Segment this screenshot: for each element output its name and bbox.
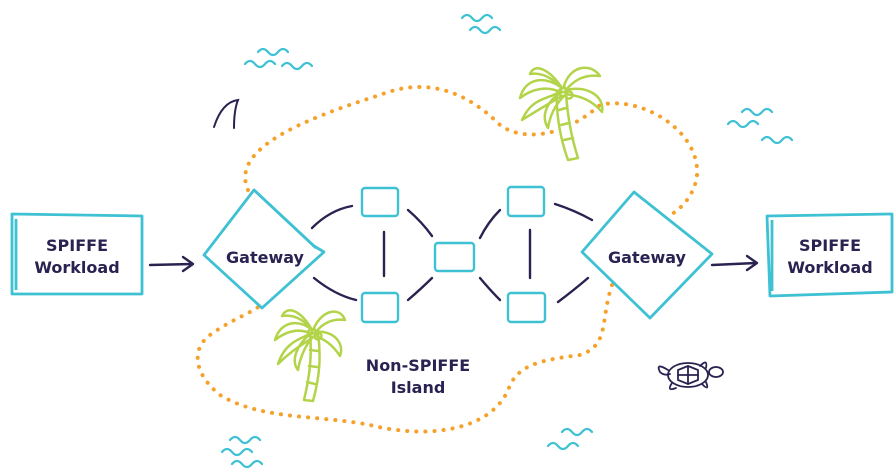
left-gateway: Gateway	[202, 188, 326, 310]
network-nodes	[360, 185, 547, 324]
right-workload-line2: Workload	[787, 258, 872, 277]
network-links	[310, 202, 594, 304]
arrow-right-icon	[710, 254, 759, 272]
wave-icon	[243, 47, 314, 71]
island-outline	[195, 85, 700, 434]
node-box	[506, 291, 547, 324]
wave-icon	[546, 427, 594, 451]
left-workload-line1: SPIFFE	[46, 236, 108, 255]
palm-tree-icon	[518, 66, 604, 162]
node-box	[360, 186, 400, 218]
wave-icon	[726, 107, 794, 145]
arrow-right-icon	[148, 255, 195, 273]
right-spiffe-workload: SPIFFE Workload	[765, 212, 894, 298]
turtle-icon	[657, 361, 724, 391]
node-box	[360, 291, 400, 324]
left-gateway-label: Gateway	[226, 248, 305, 267]
right-gateway-label: Gateway	[608, 248, 687, 267]
right-gateway: Gateway	[580, 190, 714, 320]
node-box	[433, 241, 476, 273]
left-spiffe-workload: SPIFFE Workload	[10, 212, 144, 296]
left-workload-line2: Workload	[34, 258, 119, 277]
shark-fin-icon	[213, 98, 240, 129]
island-label-line1: Non-SPIFFE	[366, 356, 470, 375]
right-workload-line1: SPIFFE	[799, 236, 861, 255]
node-box	[506, 185, 546, 218]
palm-tree-icon	[273, 309, 347, 403]
wave-icon	[220, 435, 264, 469]
island-label-line2: Island	[391, 378, 446, 397]
wave-icon	[460, 13, 502, 35]
